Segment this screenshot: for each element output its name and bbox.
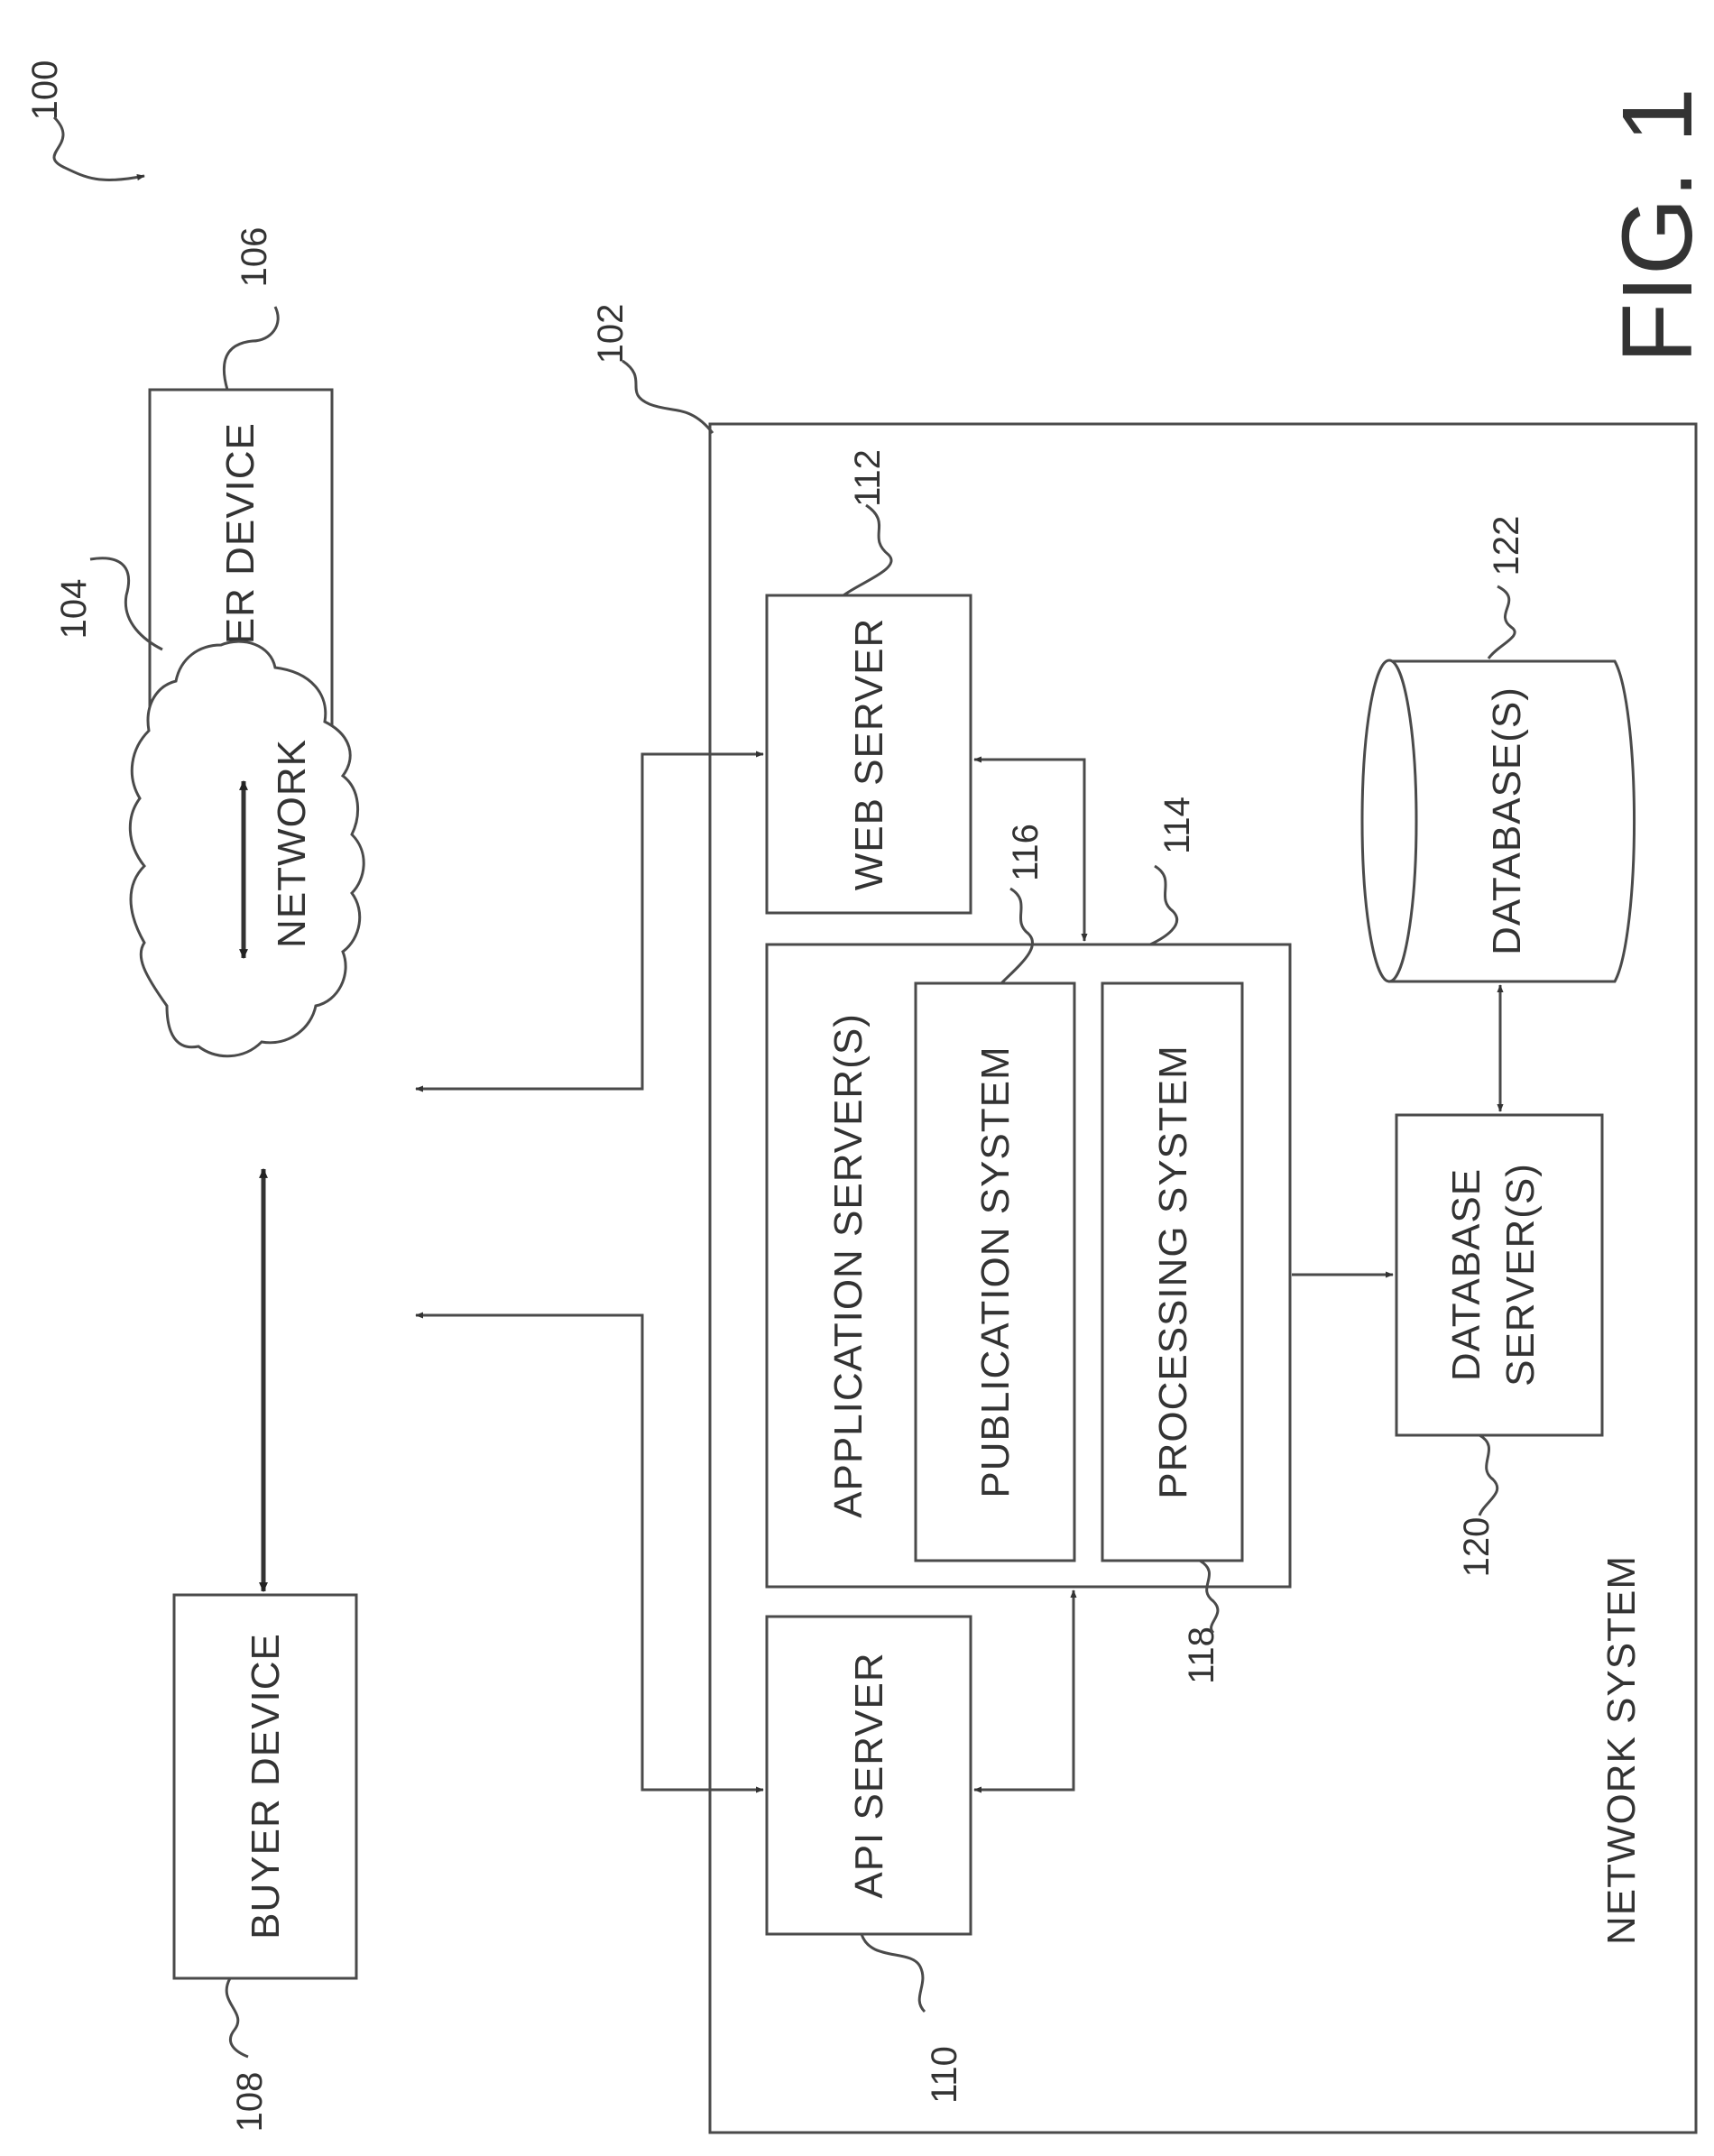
ref-label-114: 114: [1157, 797, 1197, 854]
ref-label-116: 116: [1006, 824, 1046, 881]
buyer-device: BUYER DEVICE 108: [174, 1595, 356, 2132]
web-server-label: WEB SERVER: [847, 618, 891, 891]
database-servers-label-2: SERVER(S): [1498, 1163, 1543, 1387]
publication-system-label: PUBLICATION SYSTEM: [973, 1046, 1018, 1497]
ref-leader-108: [226, 1978, 248, 2057]
ref-leader-100: [54, 117, 144, 180]
ref-label-102: 102: [591, 304, 631, 364]
network-system-label: NETWORK SYSTEM: [1599, 1555, 1644, 1945]
ref-leader-102: [622, 361, 713, 433]
ref-label-118: 118: [1182, 1626, 1221, 1684]
database-cylinder-top: [1362, 660, 1416, 981]
processing-system-label: PROCESSING SYSTEM: [1151, 1045, 1195, 1499]
ref-label-100: 100: [25, 60, 65, 121]
ref-leader-106: [224, 307, 278, 390]
ref-label-106: 106: [235, 227, 274, 288]
ref-label-110: 110: [925, 2046, 964, 2104]
ref-label-122: 122: [1487, 516, 1526, 576]
ref-label-108: 108: [230, 2072, 270, 2133]
ref-label-120: 120: [1457, 1517, 1497, 1578]
database-servers-label-1: DATABASE: [1444, 1168, 1488, 1381]
ref-label-104: 104: [54, 579, 94, 640]
network-label: NETWORK: [270, 739, 314, 948]
databases-label: DATABASE(S): [1485, 686, 1529, 955]
ref-label-112: 112: [848, 449, 888, 507]
figure-title: FIG. 1: [1602, 88, 1713, 364]
system-ref-100: 100: [25, 60, 144, 180]
api-server-label: API SERVER: [847, 1652, 891, 1898]
application-servers-label: APPLICATION SERVER(S): [826, 1013, 871, 1518]
buyer-device-label: BUYER DEVICE: [244, 1633, 288, 1939]
